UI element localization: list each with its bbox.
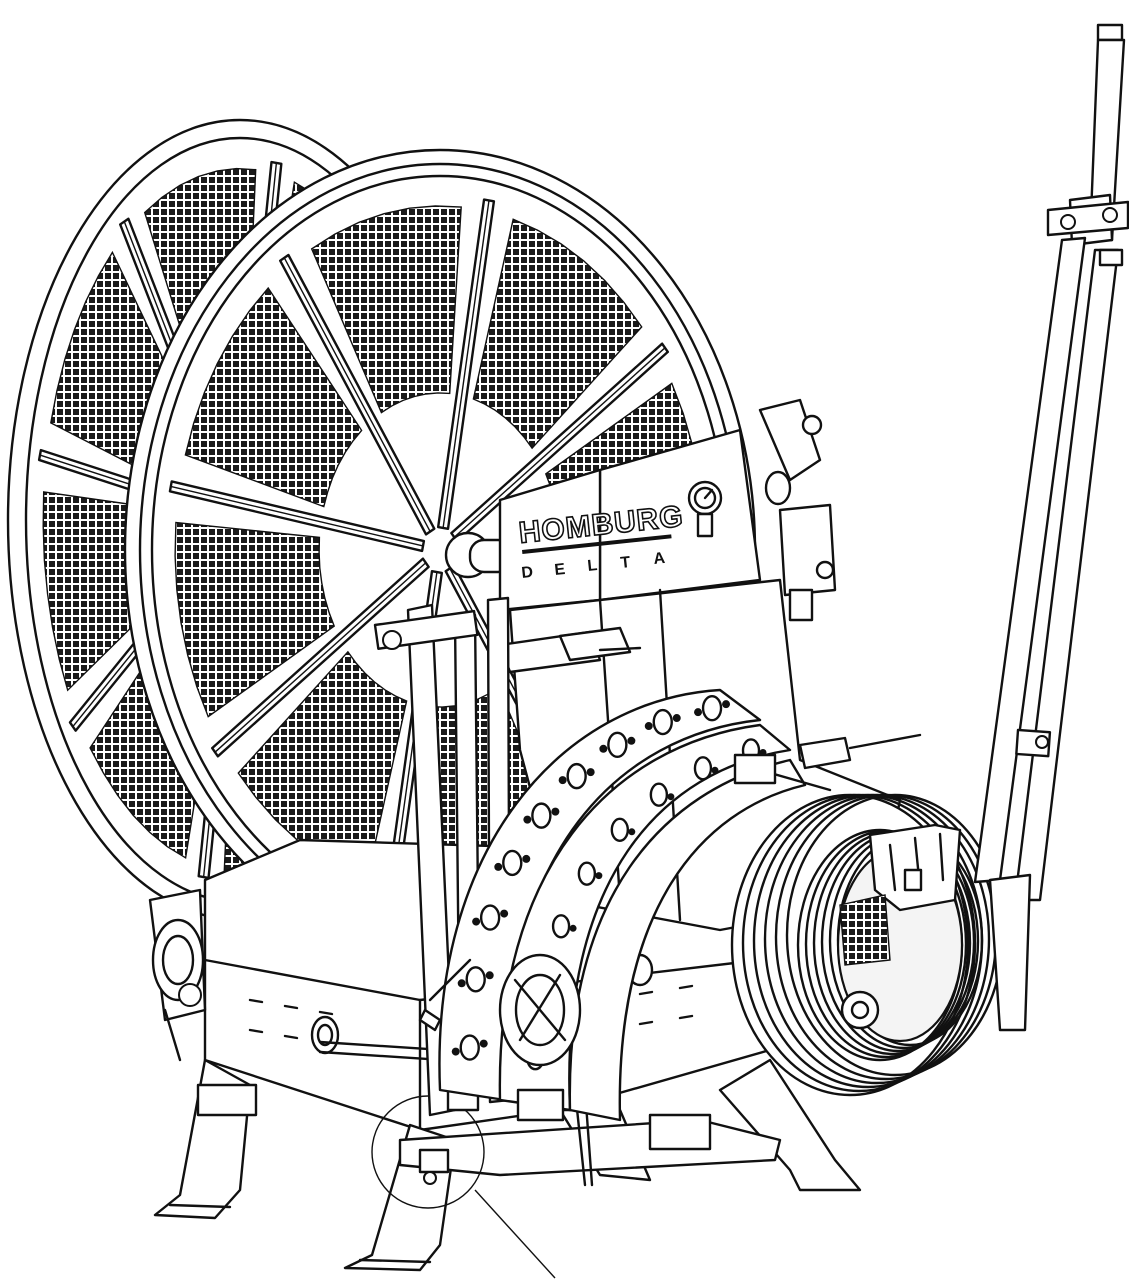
outer-roller-bolt	[472, 917, 481, 926]
pressure-gauge-icon	[687, 480, 723, 538]
inner-roller-bolt	[595, 872, 603, 880]
outer-roller-bolt	[558, 776, 567, 785]
front-mesh-panel	[310, 205, 462, 414]
outer-roller-bolt	[485, 971, 494, 980]
outer-roller	[607, 731, 628, 758]
front-mesh-panel	[472, 218, 643, 450]
outer-roller	[701, 694, 723, 722]
model-letter-3: L	[587, 557, 599, 575]
outer-roller	[479, 904, 501, 931]
inner-roller	[693, 756, 713, 781]
model-letter-1: D	[521, 564, 534, 582]
front-spoke-centerline	[170, 485, 424, 547]
model-letter-2: E	[554, 561, 567, 579]
outer-roller-bolt	[599, 744, 608, 753]
inner-roller-bolt	[711, 766, 719, 774]
outer-roller-bolt	[457, 979, 466, 988]
outer-roller	[531, 802, 552, 829]
outer-roller-bolt	[644, 722, 653, 731]
valve-assembly	[758, 398, 837, 622]
outer-roller-bolt	[672, 714, 681, 723]
inner-roller	[577, 861, 597, 886]
model-letter-4: T	[620, 554, 632, 572]
outer-roller-bolt	[694, 708, 703, 717]
inner-roller	[649, 782, 669, 807]
outer-roller	[566, 762, 587, 790]
outer-roller-bolt	[479, 1039, 488, 1048]
front-mesh-panel	[184, 286, 363, 508]
hose-coil-inner-ring	[804, 829, 968, 1059]
outer-roller	[652, 708, 673, 736]
front-spoke-centerline	[453, 347, 666, 538]
front-spoke-centerline	[214, 562, 427, 753]
boom-pole	[973, 23, 1129, 1032]
outer-roller-bolt	[522, 854, 531, 863]
outer-roller-bolt	[551, 807, 560, 816]
hose-coil	[730, 793, 1005, 1097]
model-letter-5: A	[653, 550, 667, 568]
front-spoke-centerline	[283, 257, 431, 532]
outer-roller	[459, 1034, 480, 1061]
outer-roller-bolt	[494, 862, 503, 871]
inner-roller-bolt	[667, 793, 675, 801]
front-spoke-centerline	[442, 200, 490, 529]
outer-roller-bolt	[586, 768, 595, 777]
inner-roller-bolt	[569, 924, 577, 932]
outer-roller	[502, 849, 523, 877]
outer-roller	[465, 966, 486, 993]
inner-roller	[610, 817, 630, 842]
inner-roller-bolt	[628, 828, 636, 836]
side-parts	[148, 733, 922, 1062]
callout-leader-line	[474, 1189, 556, 1279]
roller-track	[428, 688, 807, 1122]
front-mesh-panel	[174, 521, 336, 718]
outer-roller-bolt	[451, 1047, 460, 1056]
roller-chain	[451, 694, 767, 1071]
outer-roller-bolt	[722, 700, 731, 709]
outer-roller-bolt	[500, 909, 509, 918]
outer-roller-bolt	[627, 736, 636, 745]
outer-roller-bolt	[523, 815, 532, 824]
inner-roller	[551, 914, 571, 939]
